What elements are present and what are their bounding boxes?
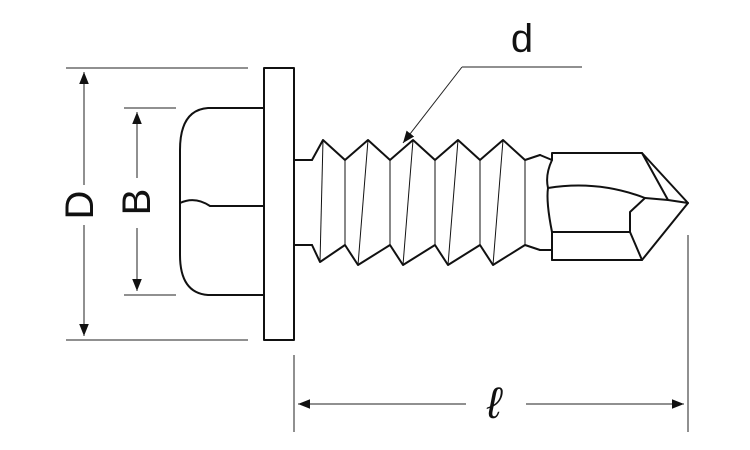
label-length: ℓ [486,379,503,428]
washer-flange [263,67,295,341]
label-d: d [511,17,533,61]
shank [293,159,313,246]
label-B: B [115,189,159,216]
drill-point [539,152,689,261]
thread [311,139,541,266]
dimension-d [402,66,582,144]
hex-head [179,107,265,296]
label-D: D [58,191,102,220]
dimension-length [293,235,689,432]
dimension-D [66,67,248,341]
dimension-B [124,107,176,296]
